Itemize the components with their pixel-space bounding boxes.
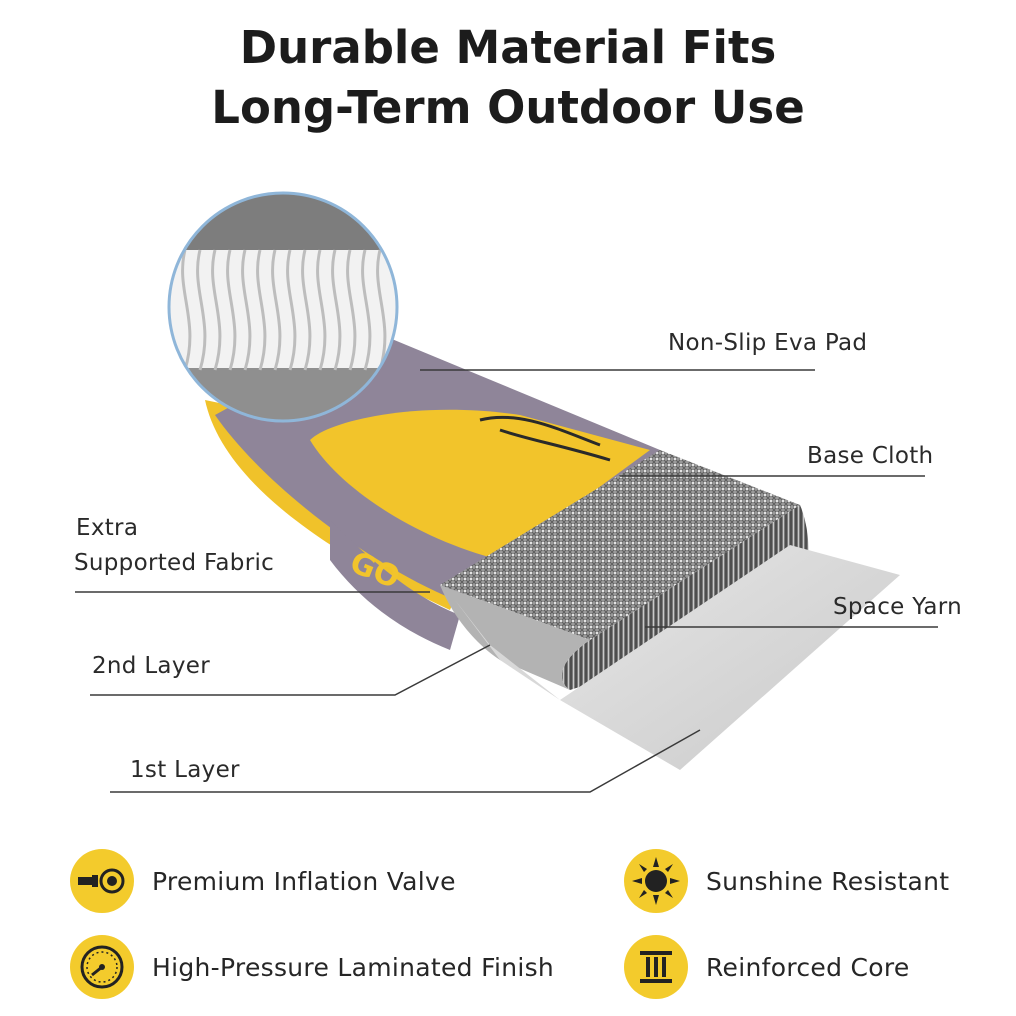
board-side bbox=[330, 520, 460, 650]
leader-2nd-layer bbox=[90, 644, 491, 696]
title-line-1: Durable Material Fits bbox=[239, 21, 777, 74]
leader-lines bbox=[75, 369, 938, 793]
feature-sunshine-resistant: Sunshine Resistant bbox=[624, 849, 949, 913]
space-yarn-layer bbox=[561, 505, 809, 690]
sun-icon bbox=[624, 849, 688, 913]
label-extra: Extra bbox=[76, 515, 139, 541]
pad-decoration bbox=[479, 415, 611, 462]
feature-label: High-Pressure Laminated Finish bbox=[152, 952, 555, 982]
zoom-yarn-fibers bbox=[181, 249, 387, 371]
label-eva-pad: Non-Slip Eva Pad bbox=[668, 330, 868, 356]
label-base-cloth: Base Cloth bbox=[807, 443, 934, 469]
feature-laminated-finish: High-Pressure Laminated Finish bbox=[70, 935, 554, 999]
extra-fabric-layer bbox=[440, 585, 590, 690]
feature-reinforced-core: Reinforced Core bbox=[624, 935, 910, 999]
base-cloth-layer bbox=[440, 450, 800, 640]
pressure-gauge-icon bbox=[70, 935, 134, 999]
label-space-yarn: Space Yarn bbox=[833, 594, 963, 620]
reinforced-core-icon bbox=[624, 935, 688, 999]
valve-icon bbox=[70, 849, 134, 913]
label-supported-fabric: Supported Fabric bbox=[74, 550, 275, 576]
label-2nd-layer: 2nd Layer bbox=[92, 653, 210, 679]
zoom-circle-border bbox=[167, 191, 399, 423]
leader-1st-layer bbox=[110, 729, 701, 793]
feature-label: Premium Inflation Valve bbox=[152, 866, 456, 896]
label-1st-layer: 1st Layer bbox=[130, 757, 240, 783]
feature-inflation-valve: Premium Inflation Valve bbox=[70, 849, 456, 913]
feature-label: Reinforced Core bbox=[706, 952, 910, 982]
page-title: Durable Material Fits Long-Term Outdoor … bbox=[0, 18, 1016, 138]
first-layer-sheet bbox=[560, 545, 900, 770]
title-line-2: Long-Term Outdoor Use bbox=[211, 81, 805, 134]
feature-label: Sunshine Resistant bbox=[706, 866, 950, 896]
